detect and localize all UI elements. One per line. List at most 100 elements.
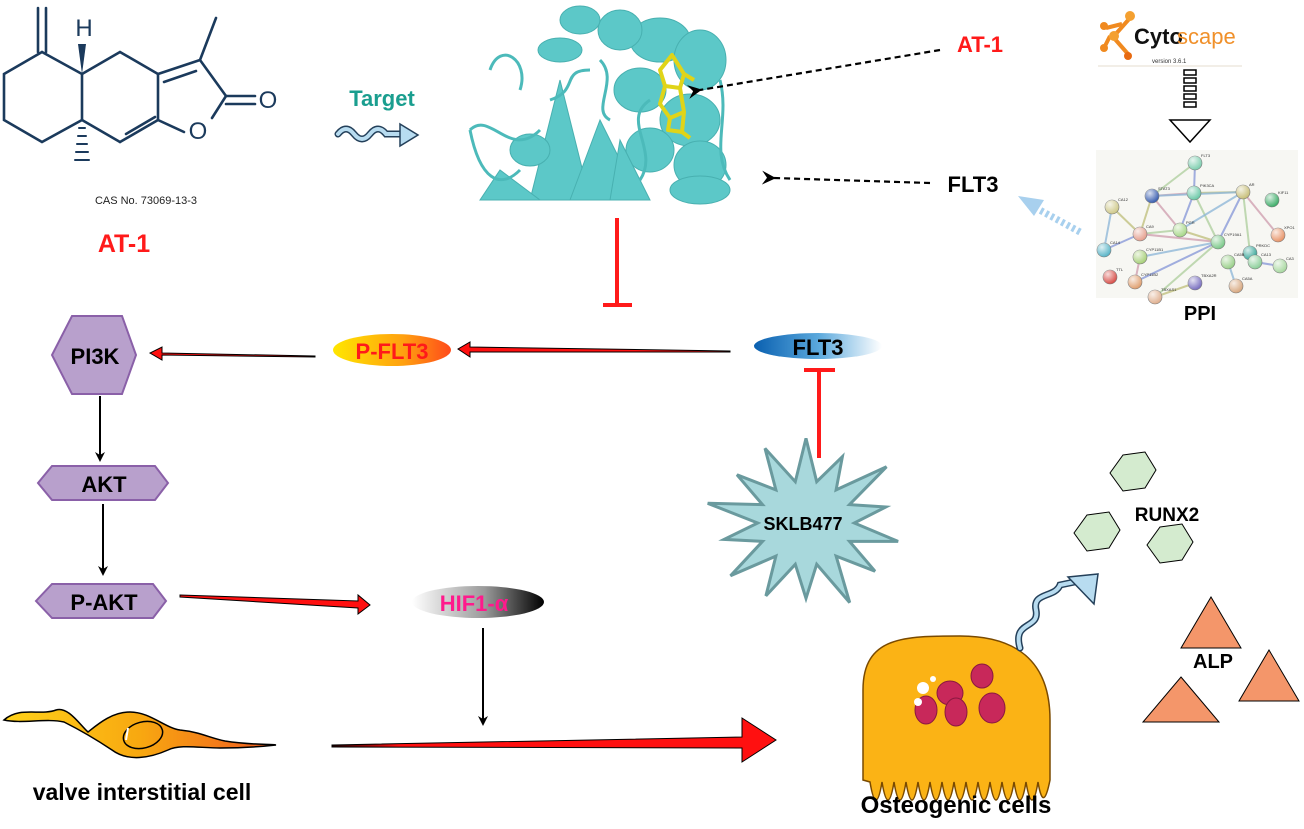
cytoscape-name-part1: Cyto <box>1134 24 1183 49</box>
ppi-edge <box>1217 191 1244 243</box>
pakt-to-hif1a-arrow <box>179 593 371 615</box>
ppi-node-label: PRKDC <box>1256 243 1270 248</box>
flt3-pointer-arrow <box>761 170 931 185</box>
secretion-wavy-arrow-icon <box>1015 573 1099 652</box>
ppi-node-label: TBXA2R <box>1201 273 1217 278</box>
at1-pointer-arrow <box>687 48 941 99</box>
ppi-node: FLT3 <box>1187 153 1211 171</box>
ppi-node-label: XPO1 <box>1284 225 1295 230</box>
ppi-edge <box>1154 241 1219 298</box>
ppi-node: PIK3CA <box>1186 183 1215 201</box>
ppi-node-label: PGR <box>1186 220 1195 225</box>
ppi-arrow-head-icon <box>1018 196 1044 216</box>
ppi-node: CYP19A1 <box>1210 232 1242 250</box>
ppi-node-label: TTL <box>1116 267 1124 272</box>
runx2-label: RUNX2 <box>1135 505 1199 526</box>
ppi-node: CA13 <box>1247 252 1272 270</box>
ppi-node: CA5B <box>1220 252 1245 270</box>
pi3k-node-label: PI3K <box>71 344 120 369</box>
ppi-node: CA12 <box>1104 197 1129 215</box>
ppi-node-label: CYP19A1 <box>1224 232 1242 237</box>
ppi-to-flt3-arrow <box>1034 204 1082 236</box>
ppi-node-label: TBXAS1 <box>1161 287 1177 292</box>
protein-label: FLT3 <box>948 172 999 197</box>
at1-chemical-structure <box>2 6 257 161</box>
target-label: Target <box>349 86 415 111</box>
ppi-edge <box>1139 241 1219 258</box>
osteogenic-cell-icon <box>862 635 1051 801</box>
p-akt-node <box>34 583 168 619</box>
target-wavy-arrow-icon <box>334 122 420 148</box>
at1-ligand <box>658 53 696 140</box>
ppi-node-label: CA12 <box>1118 197 1129 202</box>
sklb477-node-label: SKLB477 <box>763 514 842 534</box>
ppi-node-label: CA14 <box>1110 240 1121 245</box>
sklb477-node <box>707 438 899 604</box>
vic-label: valve interstitial cell <box>33 779 252 805</box>
ppi-node: PGR <box>1172 220 1195 238</box>
flt3-node-label: FLT3 <box>793 335 844 360</box>
cytoscape-name-part2: scape <box>1177 24 1236 49</box>
flt3-node <box>754 333 882 359</box>
compound-name-label: AT-1 <box>98 230 150 258</box>
atom-h-label: H <box>75 15 92 42</box>
ppi-edge <box>1151 195 1181 231</box>
osteo-label: Osteogenic cells <box>861 792 1052 819</box>
atom-o-ring-label: O <box>189 118 208 145</box>
ppi-node-label: CA9 <box>1146 224 1155 229</box>
p-flt3-node <box>333 334 451 366</box>
ppi-node: CA5A <box>1228 276 1253 294</box>
ppi-node-label: CA13 <box>1261 252 1272 257</box>
ppi-node-label: CYP11B2 <box>1141 272 1159 277</box>
alp-triangles-icon <box>1141 596 1300 723</box>
ppi-node: CA14 <box>1096 240 1121 258</box>
ppi-node: KIF11 <box>1264 190 1289 208</box>
ppi-edge <box>1242 191 1279 236</box>
ppi-node: CYP11B2 <box>1127 272 1159 290</box>
valve-interstitial-cell-icon <box>2 708 277 759</box>
ppi-edge <box>1193 192 1219 243</box>
pflt3-to-pi3k-arrow <box>148 346 316 361</box>
ppi-node-label: CA5B <box>1234 252 1245 257</box>
ppi-node: CA3 <box>1272 256 1295 274</box>
hif1a-node <box>412 586 544 618</box>
at1-inhibits-flt3-symbol <box>603 218 632 307</box>
flt3-to-pflt3-arrow <box>457 341 731 358</box>
flt3-protein-structure <box>460 2 732 205</box>
ppi-node-label: CA5A <box>1242 276 1253 281</box>
runx2-hexagons-icon <box>1073 451 1194 564</box>
sklb477-inhibits-flt3-symbol <box>804 368 835 458</box>
ppi-node: TBXA2R <box>1187 273 1217 291</box>
alp-label: ALP <box>1193 651 1233 673</box>
ppi-node: CYP11B1 <box>1132 247 1164 265</box>
ppi-node-label: CA3 <box>1286 256 1295 261</box>
ppi-node-label: STAT3 <box>1158 186 1171 191</box>
ppi-node-label: PIK3CA <box>1200 183 1215 188</box>
ppi-node-label: CYP11B1 <box>1146 247 1164 252</box>
ppi-node-label: FLT3 <box>1201 153 1211 158</box>
ppi-node: STAT3 <box>1144 186 1171 204</box>
atom-o-carbonyl-label: O <box>259 87 278 114</box>
cytoscape-network-icon <box>1100 11 1135 60</box>
ppi-node: CA9 <box>1132 224 1155 242</box>
ppi-edge <box>1242 191 1251 254</box>
ppi-node-label: AR <box>1249 182 1255 187</box>
ppi-node: XPO1 <box>1270 225 1295 243</box>
cytoscape-to-ppi-arrow <box>1168 69 1212 144</box>
cytoscape-version: version 3.6.1 <box>1152 59 1187 65</box>
pi3k-node <box>50 315 138 395</box>
akt-node <box>36 465 170 501</box>
ppi-node: AR <box>1235 182 1255 200</box>
ppi-edge <box>1139 233 1219 243</box>
differentiation-arrow <box>331 717 777 763</box>
cas-number-label: CAS No. 73069-13-3 <box>95 195 197 207</box>
ppi-edge <box>1134 241 1219 283</box>
cytoscape-logo: Cyto scape version 3.6.1 <box>1098 11 1242 67</box>
akt-node-label: AKT <box>81 472 127 497</box>
p-akt-node-label: P-AKT <box>70 590 138 615</box>
hif1a-node-label: HIF1-α <box>440 591 509 616</box>
ppi-edge <box>1151 162 1196 197</box>
ppi-title: PPI <box>1184 303 1216 325</box>
p-flt3-node-label: P-FLT3 <box>356 339 429 364</box>
